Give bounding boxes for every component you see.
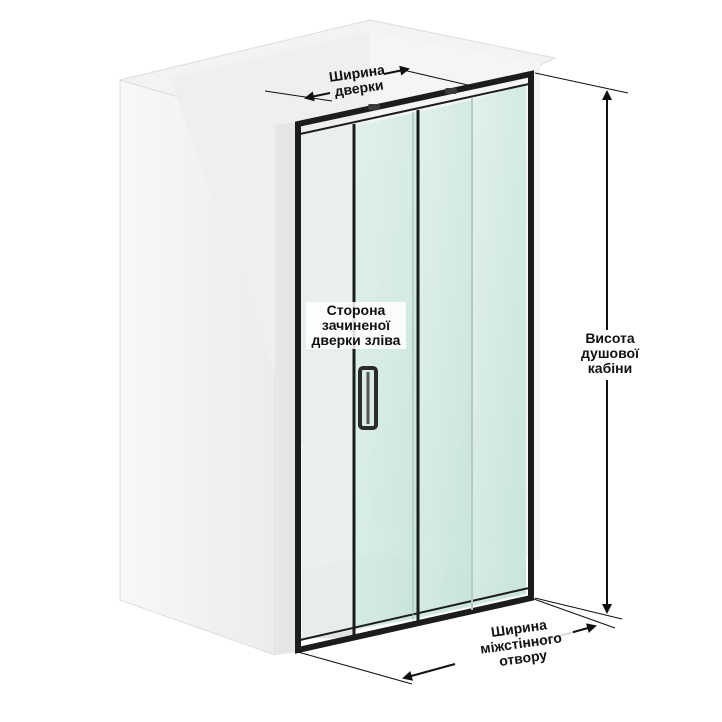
cabin-height-line-3: кабіни (587, 360, 633, 376)
frame-top-rail-inner (299, 83, 530, 135)
closed-door-side-line-2: зачиненої (321, 317, 391, 333)
door-width-ext-right (402, 69, 473, 87)
door-width-arrow-right (383, 65, 410, 76)
roller-1 (368, 104, 380, 110)
cabin-height-line-2: душової (581, 345, 639, 361)
sliding-door-left (354, 112, 418, 630)
height-ext-top (534, 72, 629, 94)
cabin-height-label: Висота душової кабіни (577, 330, 643, 377)
closed-door-side-label: Сторона зачиненої дверки зліва (306, 302, 406, 349)
closed-door-side-line-3: дверки зліва (311, 332, 401, 348)
left-wall-front-face (275, 122, 298, 655)
door-width-ext-left (264, 90, 333, 102)
opening-ext-right (530, 597, 616, 629)
opening-arrow-left (402, 663, 456, 681)
frame-bottom-rail-inner (299, 587, 530, 641)
sliding-door-right (418, 100, 472, 618)
cabin-height-line-1: Висота (585, 330, 635, 346)
opening-ext-left (297, 651, 413, 685)
fixed-left-panel (302, 126, 354, 640)
roller-2 (445, 88, 457, 94)
door-handle (358, 366, 378, 430)
door-width-arrow-left (304, 91, 331, 102)
closed-door-side-line-1: Сторона (326, 302, 386, 318)
height-ext-bottom (534, 597, 623, 620)
fixed-right-panel (472, 84, 526, 606)
